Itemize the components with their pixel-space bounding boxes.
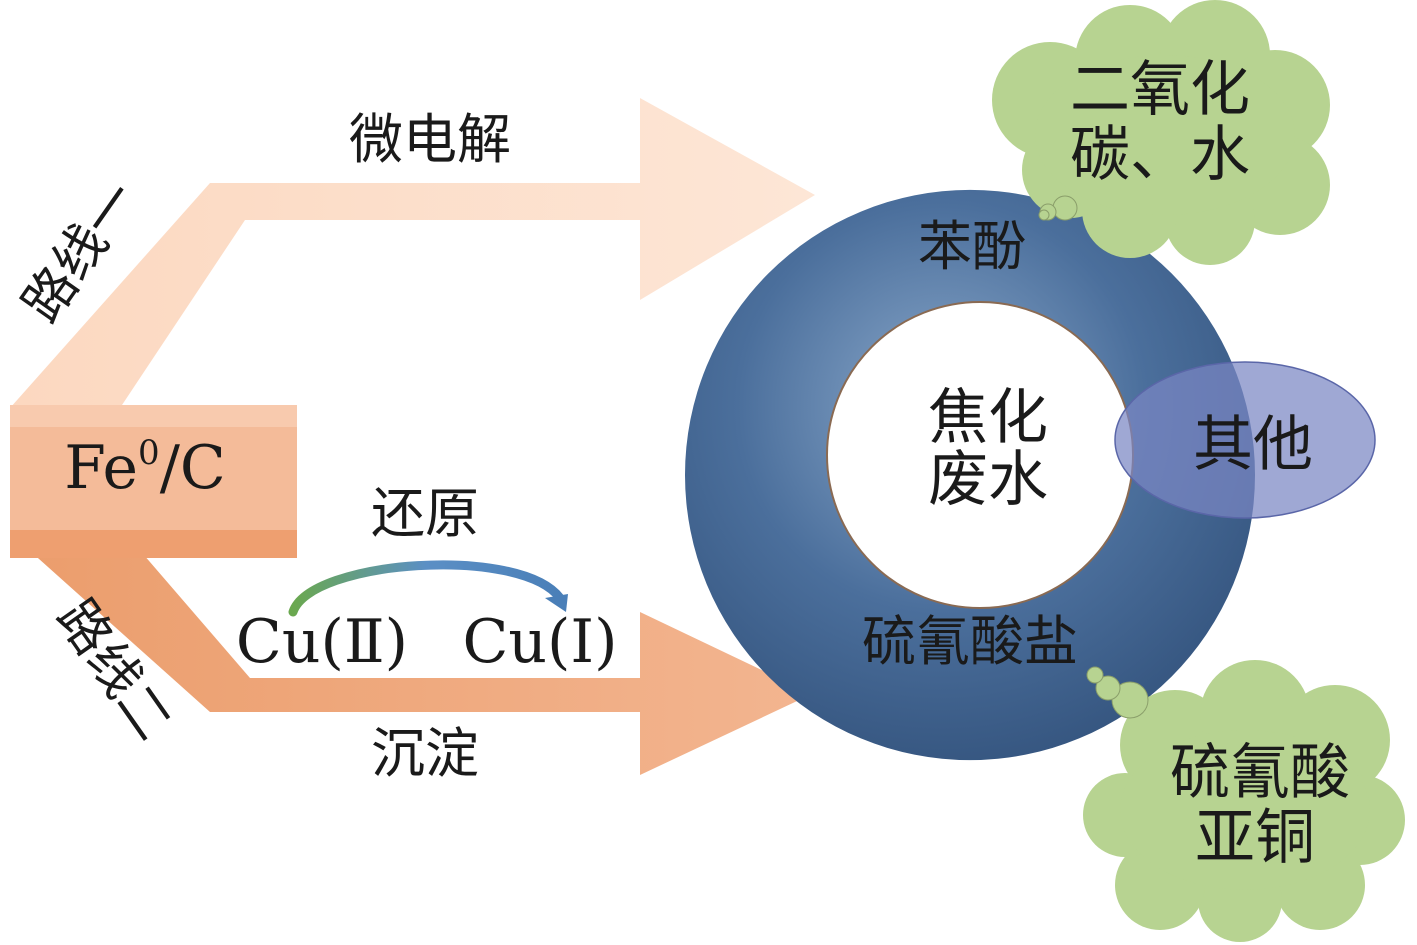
top-cloud bbox=[992, 0, 1330, 265]
other-label: 其他 bbox=[1193, 410, 1313, 480]
cloud-bottom-line1: 硫氰酸 bbox=[1170, 738, 1350, 808]
reduction-arrowhead bbox=[545, 594, 568, 612]
source-box-bottom-shade bbox=[10, 530, 297, 558]
thiocyanate-label: 硫氰酸盐 bbox=[862, 610, 1078, 673]
cloud-top-line1: 二氧化 bbox=[1070, 55, 1250, 125]
other-ellipse bbox=[1114, 361, 1376, 519]
cloud-bottom-line2: 亚铜 bbox=[1195, 803, 1315, 873]
source-suffix: /C bbox=[160, 433, 226, 503]
wastewater-ring bbox=[685, 189, 1255, 761]
center-label-line1: 焦化 bbox=[928, 383, 1048, 453]
reduction-label: 还原 bbox=[371, 482, 479, 545]
cloud-top-line2: 碳、水 bbox=[1070, 120, 1250, 190]
copper-i-label: Cu(Ⅰ) bbox=[462, 607, 617, 677]
source-base: Fe bbox=[64, 433, 138, 503]
source-superscript: 0 bbox=[138, 433, 160, 473]
source-label: Fe0/C bbox=[64, 433, 226, 503]
micro-electrolysis-label: 微电解 bbox=[349, 108, 511, 171]
route-one-arrow bbox=[10, 98, 815, 408]
center-label-line2: 废水 bbox=[928, 445, 1048, 515]
source-box-top-shade bbox=[10, 405, 297, 427]
phenol-label: 苯酚 bbox=[918, 215, 1026, 278]
precipitation-label: 沉淀 bbox=[371, 722, 479, 785]
reduction-arrow bbox=[288, 560, 565, 617]
bottom-cloud bbox=[1083, 660, 1405, 942]
copper-ii-label: Cu(Ⅱ) bbox=[236, 607, 408, 677]
